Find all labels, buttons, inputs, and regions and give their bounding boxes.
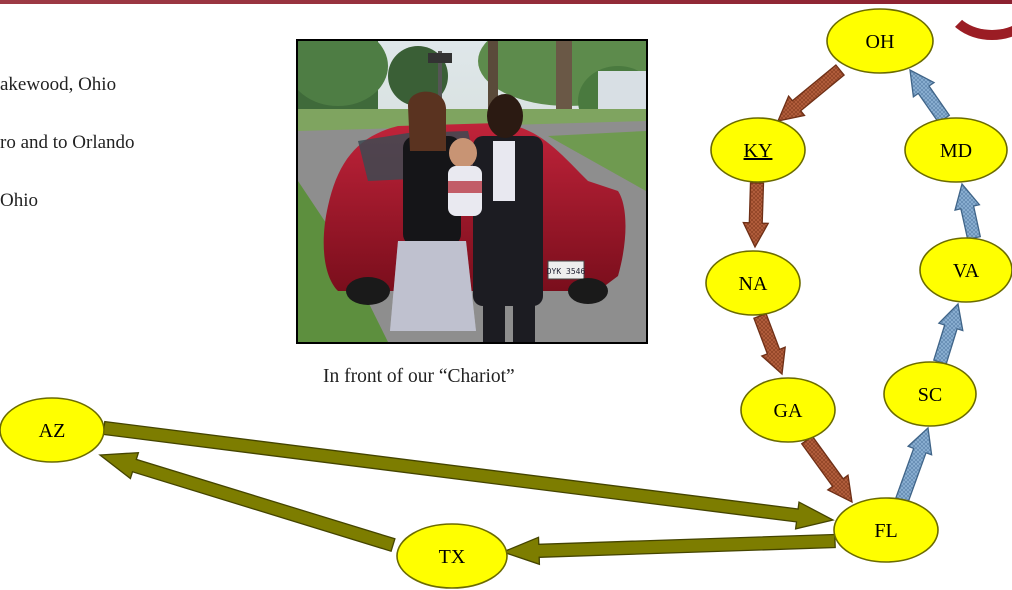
corner-swoosh-decoration [942,0,1012,40]
node-tx-label: TX [439,546,466,568]
text-line-2: ro and to Orlando [0,132,135,153]
arrow-sc-to-va [932,302,964,365]
license-plate-text: DYK 3546 [547,267,586,276]
node-oh: OH [826,8,934,74]
text-line-1: akewood, Ohio [0,74,117,95]
node-sc: SC [883,361,977,427]
node-md-label: MD [940,140,972,162]
arrow-oh-to-ky [776,64,846,122]
arrow-fl-to-sc [895,426,933,504]
node-fl: FL [833,497,939,563]
title-rule [0,0,1012,4]
arrow-tx-to-az [98,451,396,553]
node-ky: KY [710,117,806,183]
arrow-ga-to-fl [800,435,853,504]
photo-caption: In front of our “Chariot” [323,366,515,387]
node-oh-label: OH [866,31,895,53]
node-va-label: VA [953,260,980,282]
text-line-3: Ohio [0,190,38,211]
arrow-md-to-oh [909,68,951,124]
node-va: VA [919,237,1012,303]
node-tx: TX [396,523,508,589]
node-az: AZ [0,397,105,463]
family-photo-illustration: DYK 3546 [298,41,646,342]
node-fl-label: FL [874,520,897,542]
arrow-va-to-md [954,182,982,241]
arrow-az-to-fl [102,420,835,530]
arrow-fl-to-tx [501,533,836,566]
node-ga: GA [740,377,836,443]
arrow-ky-to-na [742,182,770,249]
node-na-label: NA [739,273,768,295]
arrow-na-to-ga [753,312,786,376]
node-az-label: AZ [39,420,66,442]
node-md: MD [904,117,1008,183]
node-na: NA [705,250,801,316]
node-ky-label: KY [744,140,773,162]
node-sc-label: SC [918,384,942,406]
family-photo: DYK 3546 [296,39,648,344]
node-ga-label: GA [774,400,803,422]
